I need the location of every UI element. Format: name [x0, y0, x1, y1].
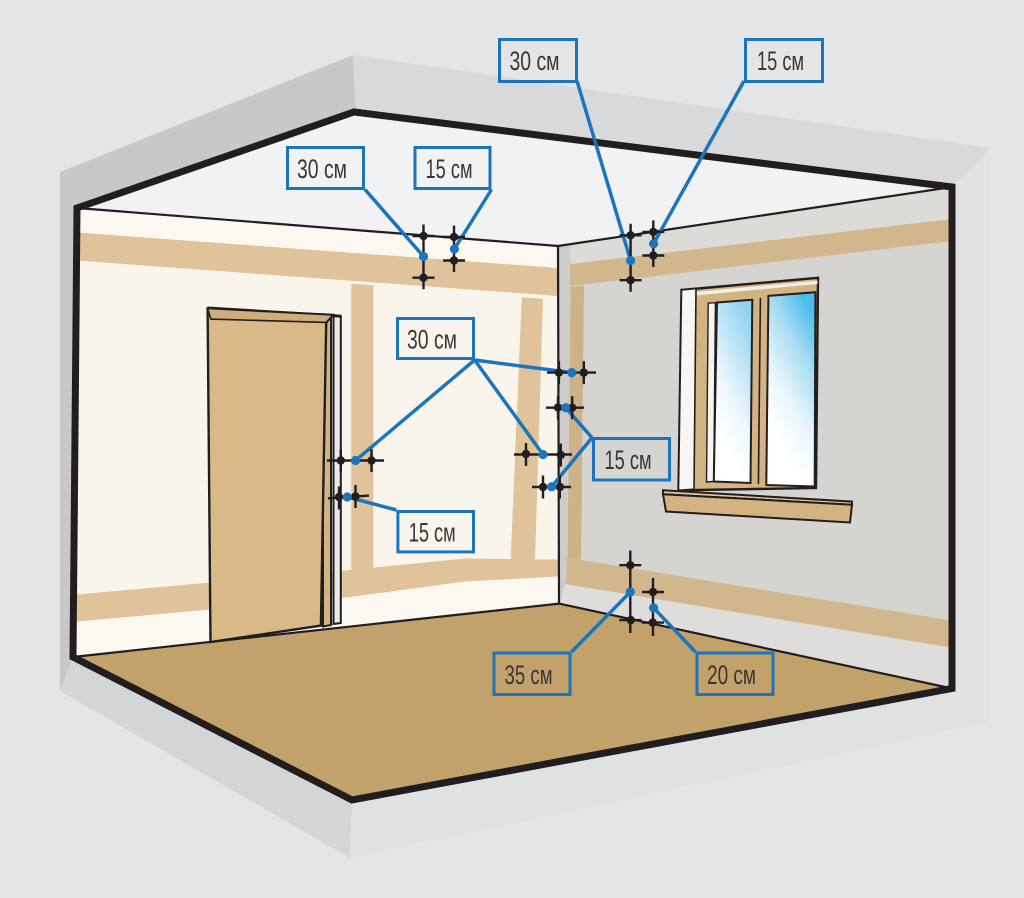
- svg-text:30 см: 30 см: [510, 46, 560, 76]
- svg-text:30 см: 30 см: [297, 154, 347, 184]
- svg-text:35 см: 35 см: [505, 660, 553, 690]
- svg-text:30 см: 30 см: [407, 325, 457, 355]
- svg-text:20 см: 20 см: [707, 660, 756, 690]
- svg-text:15 см: 15 см: [409, 518, 456, 548]
- svg-text:15 см: 15 см: [605, 445, 652, 475]
- svg-text:15 см: 15 см: [757, 46, 804, 76]
- svg-text:15 см: 15 см: [426, 154, 473, 184]
